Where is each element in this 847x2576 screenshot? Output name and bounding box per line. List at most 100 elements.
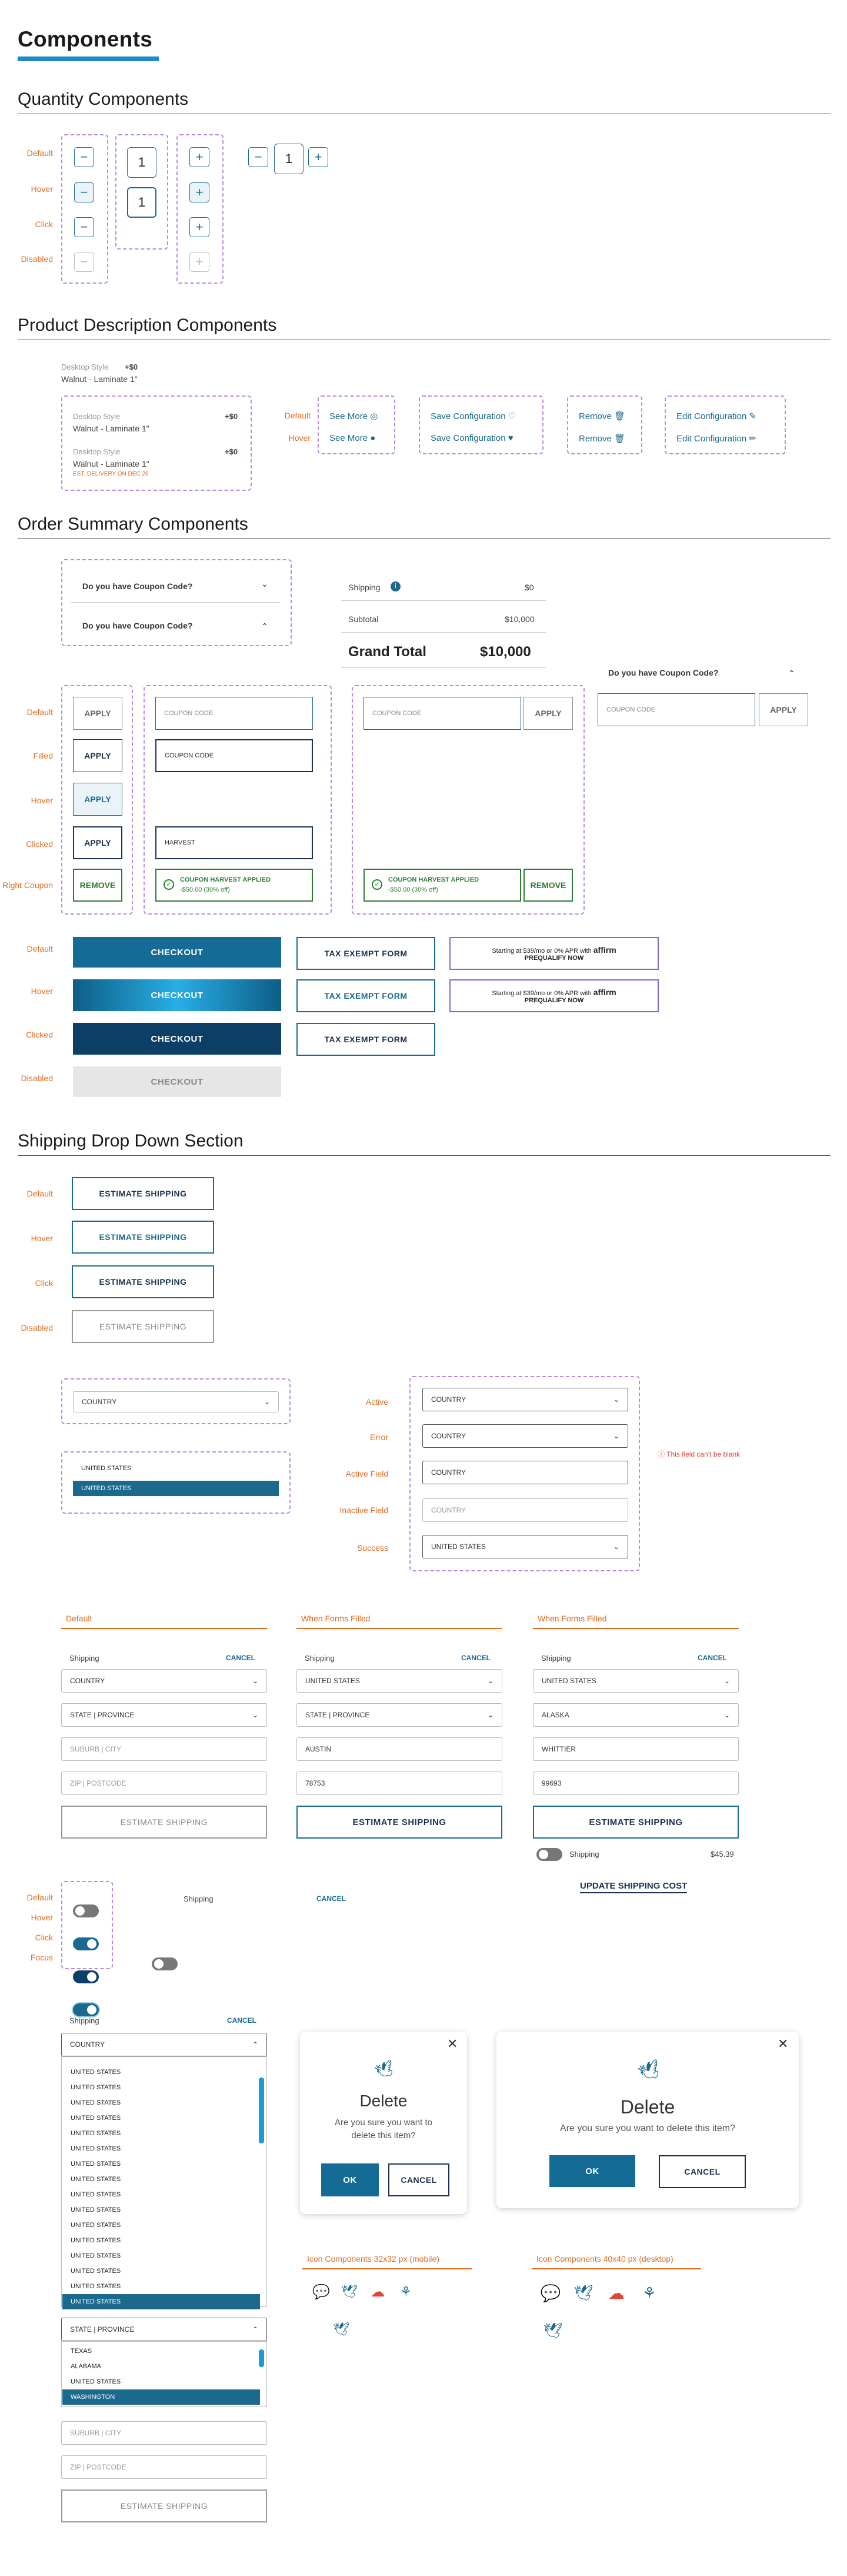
quantity-value-active[interactable]: 1 xyxy=(127,187,156,218)
quantity-value[interactable]: 1 xyxy=(127,147,156,178)
affirm-banner[interactable]: Starting at $39/mo or 0% APR with affirm… xyxy=(449,937,659,970)
checkout-button-clicked[interactable]: CHECKOUT xyxy=(73,1023,281,1055)
state-option[interactable]: TEXAS xyxy=(71,2348,92,2355)
apply-button-hover[interactable]: APPLY xyxy=(73,783,122,816)
cancel-link[interactable]: CANCEL xyxy=(316,1894,346,1903)
country-option[interactable]: UNITED STATES xyxy=(71,2115,121,2122)
country-option[interactable]: UNITED STATES xyxy=(71,2206,121,2213)
cancel-link[interactable]: CANCEL xyxy=(227,2016,256,2025)
city-input[interactable]: WHITTIER xyxy=(533,1737,739,1761)
country-option[interactable]: UNITED STATES xyxy=(71,2222,121,2229)
state-select[interactable]: STATE | PROVINCE⌄ xyxy=(296,1703,502,1727)
country-select[interactable]: UNITED STATES⌄ xyxy=(533,1669,739,1693)
coupon-input[interactable]: COUPON CODE xyxy=(364,697,521,730)
plus-button-click[interactable]: + xyxy=(189,217,209,237)
minus-button-click[interactable]: − xyxy=(74,217,94,237)
zip-input[interactable]: 78753 xyxy=(296,1771,502,1795)
toggle-default[interactable] xyxy=(73,1904,99,1917)
country-select-success[interactable]: UNITED STATES⌄ xyxy=(422,1535,628,1558)
country-option[interactable]: UNITED STATES xyxy=(71,2069,121,2076)
country-field-inactive[interactable]: COUNTRY xyxy=(422,1498,628,1522)
save-config-link[interactable]: Save Configuration ♡ xyxy=(431,411,516,421)
cancel-button[interactable]: CANCEL xyxy=(388,2163,449,2196)
zip-input[interactable]: ZIP | POSTCODE xyxy=(61,2455,267,2479)
ok-button[interactable]: OK xyxy=(321,2163,379,2196)
estimate-button[interactable]: ESTIMATE SHIPPING xyxy=(533,1806,739,1839)
country-option[interactable]: UNITED STATES xyxy=(71,2237,121,2244)
ok-button[interactable]: OK xyxy=(549,2155,635,2187)
state-option[interactable]: ALABAMA xyxy=(71,2363,101,2370)
country-option[interactable]: UNITED STATES xyxy=(71,2084,121,2091)
country-field-active[interactable]: COUNTRY xyxy=(422,1461,628,1484)
country-option[interactable]: UNITED STATES xyxy=(71,2252,121,2259)
minus-button-disabled[interactable]: − xyxy=(74,252,94,272)
coupon-question[interactable]: Do you have Coupon Code? xyxy=(82,621,193,630)
coupon-input-filled[interactable]: COUPON CODE xyxy=(155,739,313,772)
state-select[interactable]: STATE | PROVINCE⌄ xyxy=(61,1703,267,1727)
coupon-input-default[interactable]: COUPON CODE xyxy=(155,697,313,730)
checkout-button-hover[interactable]: CHECKOUT xyxy=(73,979,281,1011)
close-icon[interactable]: ✕ xyxy=(778,2036,789,2051)
estimate-button-click[interactable]: ESTIMATE SHIPPING xyxy=(72,1265,214,1298)
save-config-link-hover[interactable]: Save Configuration ♥ xyxy=(431,433,513,443)
country-option[interactable]: UNITED STATES xyxy=(71,2145,121,2152)
city-input[interactable]: SUBURB | CITY xyxy=(61,1737,267,1761)
dropdown-scrollbar[interactable] xyxy=(259,2078,264,2143)
affirm-banner-hover[interactable]: Starting at $39/mo or 0% APR with affirm… xyxy=(449,979,659,1012)
country-option[interactable]: UNITED STATES xyxy=(62,2294,260,2309)
state-select[interactable]: ALASKA⌄ xyxy=(533,1703,739,1727)
plus-button-default[interactable]: + xyxy=(189,147,209,167)
cancel-link[interactable]: CANCEL xyxy=(226,1654,255,1662)
state-option[interactable]: WASHINGTON xyxy=(62,2389,260,2405)
quantity-value[interactable]: 1 xyxy=(274,144,304,174)
country-select[interactable]: UNITED STATES⌄ xyxy=(296,1669,502,1693)
apply-button-clicked[interactable]: APPLY xyxy=(73,826,122,859)
shipping-toggle[interactable] xyxy=(152,1957,178,1970)
state-option[interactable]: UNITED STATES xyxy=(71,2378,121,2385)
toggle-focus[interactable] xyxy=(73,2003,99,2016)
city-input[interactable]: SUBURB | CITY xyxy=(61,2421,267,2445)
plus-button[interactable]: + xyxy=(308,147,328,167)
apply-button-filled[interactable]: APPLY xyxy=(73,739,122,772)
state-select-open[interactable]: STATE | PROVINCE⌃ xyxy=(61,2318,267,2341)
estimate-button-disabled[interactable]: ESTIMATE SHIPPING xyxy=(72,1310,214,1343)
tax-exempt-button-clicked[interactable]: TAX EXEMPT FORM xyxy=(296,1023,435,1056)
estimate-button[interactable]: ESTIMATE SHIPPING xyxy=(296,1806,502,1839)
info-icon[interactable]: i xyxy=(391,581,401,591)
checkout-button-default[interactable]: CHECKOUT xyxy=(73,937,281,968)
cancel-link[interactable]: CANCEL xyxy=(461,1654,491,1662)
country-option-selected[interactable]: UNITED STATES xyxy=(73,1481,279,1496)
country-option[interactable]: UNITED STATES xyxy=(71,2130,121,2137)
country-option[interactable]: UNITED STATES xyxy=(71,2191,121,2198)
remove-coupon-button[interactable]: REMOVE xyxy=(73,869,122,902)
prequalify-link[interactable]: PREQUALIFY NOW xyxy=(524,997,584,1004)
toggle-click[interactable] xyxy=(73,1970,99,1983)
checkout-button-disabled[interactable]: CHECKOUT xyxy=(73,1066,281,1097)
prequalify-link[interactable]: PREQUALIFY NOW xyxy=(524,955,584,962)
country-option[interactable]: UNITED STATES xyxy=(71,2160,121,2168)
zip-input[interactable]: ZIP | POSTCODE xyxy=(61,1771,267,1795)
city-input[interactable]: AUSTIN xyxy=(296,1737,502,1761)
country-select-error[interactable]: COUNTRY⌄ xyxy=(422,1424,628,1448)
country-option[interactable]: UNITED STATES xyxy=(71,2176,121,2183)
country-select-open[interactable]: COUNTRY⌃ xyxy=(61,2033,267,2056)
coupon-question[interactable]: Do you have Coupon Code? xyxy=(82,581,193,591)
minus-button-hover[interactable]: − xyxy=(74,182,94,202)
coupon-input[interactable]: COUPON CODE xyxy=(598,693,755,726)
cancel-button[interactable]: CANCEL xyxy=(659,2155,746,2188)
country-option[interactable]: UNITED STATES xyxy=(71,2283,121,2290)
coupon-input-clicked[interactable]: HARVEST xyxy=(155,826,313,859)
update-shipping-link[interactable]: UPDATE SHIPPING COST xyxy=(580,1881,688,1893)
remove-link[interactable]: Remove 🗑 xyxy=(579,411,625,421)
estimate-button[interactable]: ESTIMATE SHIPPING xyxy=(61,1806,267,1839)
country-option[interactable]: UNITED STATES xyxy=(71,2099,121,2106)
toggle-hover[interactable] xyxy=(73,1937,99,1950)
zip-input[interactable]: 99693 xyxy=(533,1771,739,1795)
country-option[interactable]: UNITED STATES xyxy=(71,2268,121,2275)
estimate-button-hover[interactable]: ESTIMATE SHIPPING xyxy=(72,1221,214,1254)
country-option[interactable]: UNITED STATES xyxy=(81,1465,132,1472)
see-more-link-hover[interactable]: See More ● xyxy=(329,433,375,443)
chevron-up-icon[interactable]: ⌃ xyxy=(261,621,268,631)
see-more-link[interactable]: See More ◎ xyxy=(329,411,378,421)
edit-config-link-hover[interactable]: Edit Configuration ✏ xyxy=(676,433,756,444)
